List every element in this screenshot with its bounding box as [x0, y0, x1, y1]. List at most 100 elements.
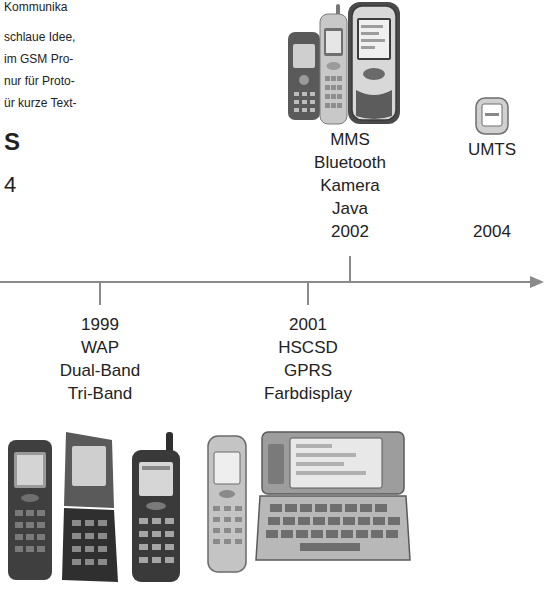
- phone-picture: [357, 18, 391, 60]
- phone-picture: [139, 531, 148, 537]
- communicator-picture: [266, 530, 278, 538]
- phone-picture: [325, 76, 342, 108]
- communicator-picture: [388, 517, 400, 525]
- phone-picture: [235, 506, 242, 511]
- phone-picture: [15, 522, 23, 528]
- phone-picture: [62, 432, 118, 582]
- phone-picture: [98, 533, 107, 539]
- communicator-picture: [296, 462, 344, 466]
- phone-picture: [485, 113, 499, 116]
- communicator-picture: [356, 530, 368, 538]
- phone-picture: [132, 450, 180, 582]
- communicator-picture: [371, 530, 383, 538]
- communicator-picture: [266, 504, 400, 551]
- phone-picture: [324, 28, 343, 56]
- timeline-axis: [530, 276, 544, 288]
- feature-label: Bluetooth: [314, 153, 386, 173]
- feature-label: Farbdisplay: [264, 384, 352, 404]
- year-label: 2004: [473, 222, 511, 242]
- phone-picture: [331, 103, 336, 108]
- phone-picture: [26, 510, 34, 516]
- phone-picture: [72, 559, 81, 565]
- phone-picture: [294, 92, 299, 96]
- phone-picture: [325, 76, 330, 81]
- phone-picture: [356, 90, 392, 119]
- phone-picture: [139, 544, 148, 550]
- phone-picture: [72, 533, 81, 539]
- communicator-picture: [256, 496, 410, 560]
- phone-picture: [219, 490, 235, 498]
- phone-picture: [302, 100, 307, 104]
- communicator-picture: [300, 543, 360, 551]
- communicator-picture: [360, 504, 372, 512]
- phone-picture: [361, 25, 383, 28]
- phone-picture: [72, 546, 81, 552]
- phone-picture: [26, 546, 34, 552]
- phone-picture: [139, 557, 148, 563]
- phone-picture: [213, 506, 242, 544]
- phone-picture: [139, 518, 148, 524]
- phone-picture: [288, 32, 320, 120]
- phone-picture: [165, 544, 174, 550]
- phone-picture: [310, 92, 315, 96]
- phone-picture: [142, 466, 170, 470]
- phone-picture: [37, 534, 45, 540]
- communicator-picture: [256, 432, 410, 560]
- communicator-picture: [311, 530, 323, 538]
- phone-picture: [320, 14, 347, 124]
- timeline-axis: [0, 281, 534, 283]
- phone-picture: [14, 452, 46, 488]
- timeline-axis: [99, 282, 101, 305]
- text-fragment: ür kurze Text-: [4, 96, 76, 110]
- phone-picture: [139, 462, 173, 496]
- phone-picture: [476, 98, 508, 134]
- timeline-axis: [349, 256, 351, 282]
- phone-picture: [62, 508, 118, 582]
- communicator-picture: [315, 504, 327, 512]
- phone-picture: [37, 546, 45, 552]
- phone-picture: [98, 546, 107, 552]
- phone-picture: [85, 546, 94, 552]
- phone-picture: [85, 520, 94, 526]
- phone-picture: [235, 539, 242, 544]
- phone-picture: [146, 502, 166, 510]
- phone-picture: [476, 98, 508, 134]
- phone-picture: [64, 432, 114, 508]
- phone-picture: [165, 518, 174, 524]
- phone-picture: [337, 85, 342, 90]
- phone-picture: [361, 32, 379, 35]
- communicator-picture: [283, 517, 295, 525]
- phone-picture: [302, 92, 307, 96]
- phone-picture: [98, 559, 107, 565]
- phone-picture: [213, 528, 220, 533]
- communicator-picture: [328, 517, 340, 525]
- phone-picture: [152, 544, 161, 550]
- phone-picture: [72, 520, 81, 526]
- phone-picture: [294, 92, 315, 112]
- phone-picture: [214, 452, 240, 484]
- phone-picture: [348, 2, 400, 124]
- phone-picture: [165, 557, 174, 563]
- phone-picture: [21, 494, 39, 502]
- phone-picture: [310, 108, 315, 112]
- phone-picture: [15, 510, 45, 552]
- phone-picture: [327, 62, 341, 70]
- phone-picture: [337, 103, 342, 108]
- phone-picture: [482, 104, 502, 126]
- phone-picture: [224, 539, 231, 544]
- phone-picture: [299, 75, 309, 85]
- feature-label: UMTS: [468, 140, 516, 160]
- communicator-picture: [296, 471, 366, 475]
- phone-picture: [294, 100, 299, 104]
- phone-picture: [8, 440, 52, 580]
- phone-picture: [165, 531, 174, 537]
- phone-picture: [139, 518, 174, 563]
- phone-picture: [98, 520, 107, 526]
- phone-picture: [152, 518, 161, 524]
- phone-picture: [15, 534, 23, 540]
- phone-picture: [331, 85, 336, 90]
- text-fragment: Kommunika: [4, 0, 67, 14]
- communicator-picture: [341, 530, 353, 538]
- communicator-picture: [281, 530, 293, 538]
